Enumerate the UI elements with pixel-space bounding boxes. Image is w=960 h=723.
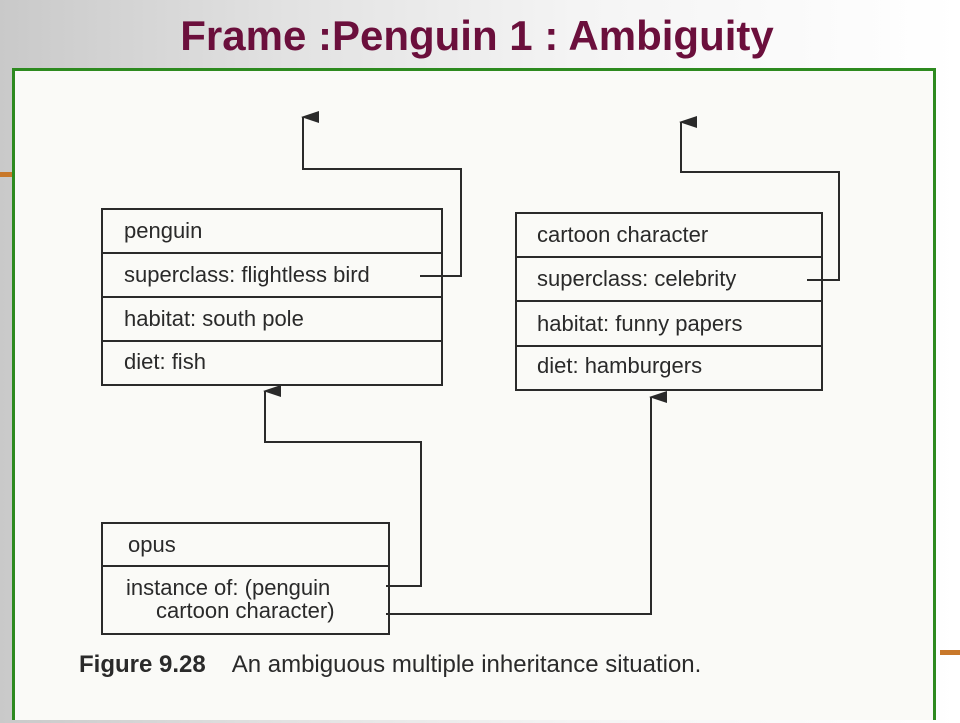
inheritance-diagram: penguin superclass: flightless bird habi… [101, 111, 840, 635]
opus-instance-slot-line2: cartoon character) [156, 598, 335, 623]
penguin-name-slot: penguin [124, 218, 202, 243]
figure-frame: penguin superclass: flightless bird habi… [12, 68, 936, 720]
right-accent-bar [940, 650, 960, 655]
figure-caption: Figure 9.28 An ambiguous multiple inherit… [79, 651, 701, 679]
opus-instance-slot-line1: instance of: (penguin [126, 575, 330, 600]
cartoon-name-slot: cartoon character [537, 222, 708, 247]
penguin-superclass-slot: superclass: flightless bird [124, 262, 370, 287]
penguin-frame: penguin superclass: flightless bird habi… [101, 208, 443, 386]
cartoon-diet-slot: diet: hamburgers [537, 353, 702, 378]
penguin-habitat-slot: habitat: south pole [124, 306, 304, 331]
slide-title: Frame :Penguin 1 : Ambiguity [180, 12, 774, 59]
figure-label: Figure 9.28 [79, 651, 206, 678]
cartoon-superclass-slot: superclass: celebrity [537, 266, 736, 291]
cartoon-habitat-slot: habitat: funny papers [537, 311, 742, 336]
opus-to-penguin-arrow [263, 385, 422, 587]
cartoon-character-frame: cartoon character superclass: celebrity … [515, 212, 823, 391]
cartoon-superclass-arrow [679, 116, 840, 281]
penguin-superclass-arrow [301, 111, 462, 277]
penguin-diet-slot: diet: fish [124, 349, 206, 374]
left-accent-bar [0, 172, 16, 177]
opus-to-cartoon-arrow [386, 391, 667, 615]
opus-name-slot: opus [128, 532, 176, 557]
figure-caption-text: An ambiguous multiple inheritance situat… [231, 651, 702, 678]
opus-frame: opus instance of: (penguin cartoon chara… [101, 522, 390, 635]
opus-frame-box [101, 522, 390, 635]
